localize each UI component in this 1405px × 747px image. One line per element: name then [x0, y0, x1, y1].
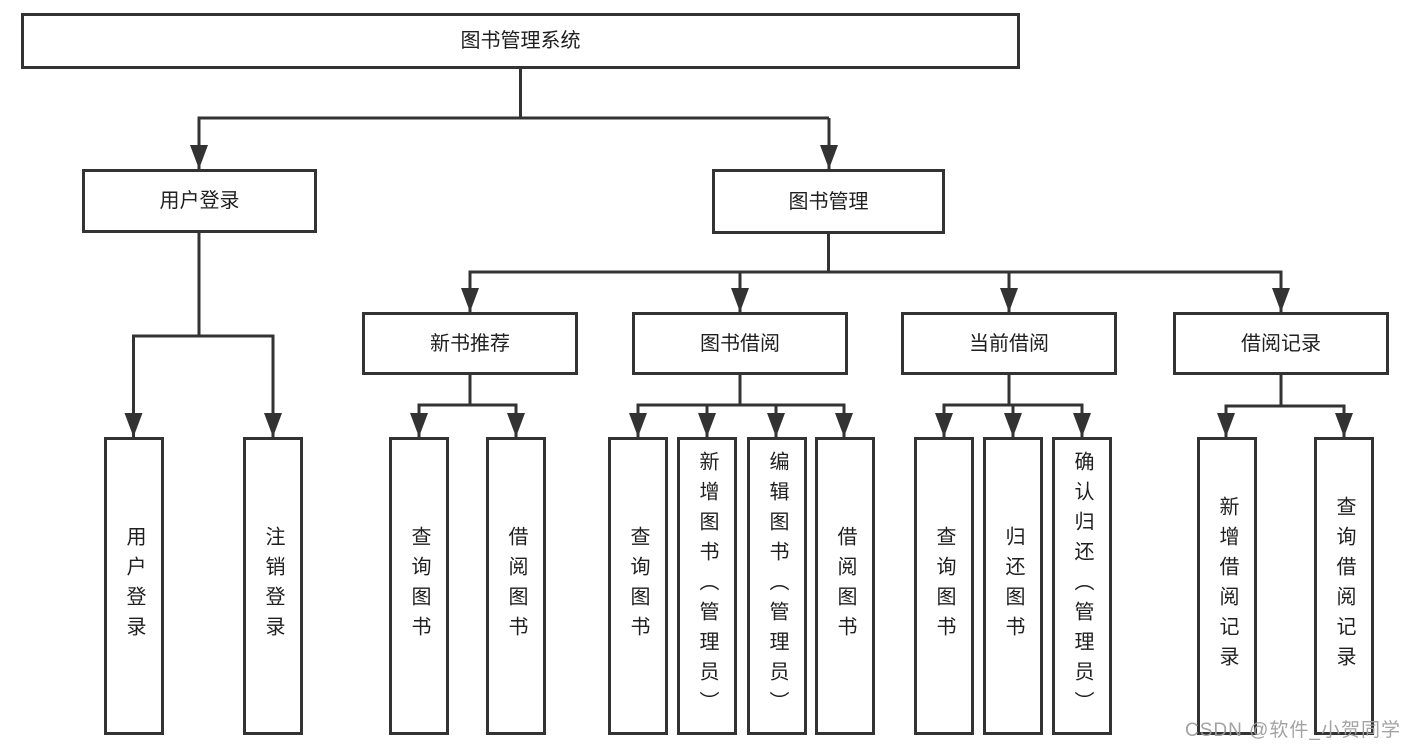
node-new-book-recommend: 新书推荐: [362, 312, 578, 375]
node-user-login: 用户登录: [82, 169, 317, 233]
node-library-management-system: 图书管理系统: [21, 13, 1020, 69]
node-label: 当前借阅: [969, 332, 1049, 355]
node-label: 查询借阅记录: [1333, 496, 1355, 676]
connector-mgmt-to-level2: [468, 234, 1283, 312]
node-current-borrowing: 当前借阅: [901, 312, 1117, 375]
leaf-query-books-borrowing: 查询图书: [608, 437, 668, 735]
leaf-borrow-books: 借阅图书: [815, 437, 875, 735]
node-label: 注销登录: [262, 526, 284, 646]
leaf-query-books-recommend: 查询图书: [389, 437, 449, 735]
node-label: 图书管理: [788, 190, 869, 213]
connector-newbooks-to-leaves: [417, 375, 518, 437]
leaf-query-books-current: 查询图书: [914, 437, 974, 735]
node-label: 查询图书: [408, 526, 430, 646]
leaf-logout: 注销登录: [243, 437, 303, 735]
leaf-add-books-admin: 新增图书（管理员）: [677, 437, 737, 735]
node-label: 确认归还（管理员）: [1071, 451, 1093, 721]
node-label: 查询图书: [627, 526, 649, 646]
connector-borrow-to-leaves: [636, 375, 846, 437]
node-label: 新书推荐: [430, 332, 510, 355]
node-label: 借阅图书: [834, 526, 856, 646]
node-label: 图书借阅: [700, 332, 780, 355]
node-label: 新增图书（管理员）: [696, 451, 718, 721]
node-label: 借阅记录: [1241, 332, 1321, 355]
node-label: 查询图书: [933, 526, 955, 646]
leaf-user-login: 用户登录: [104, 437, 164, 735]
connector-records-to-leaves: [1224, 375, 1346, 437]
connector-login-to-leaves: [132, 233, 275, 437]
connector-root-to-level1: [197, 69, 831, 169]
leaf-confirm-return-admin: 确认归还（管理员）: [1052, 437, 1112, 735]
node-book-borrowing: 图书借阅: [632, 312, 848, 375]
node-label: 新增借阅记录: [1216, 496, 1238, 676]
node-book-management: 图书管理: [712, 169, 945, 234]
csdn-watermark: CSDN @软件_小贺同学: [1185, 720, 1401, 741]
leaf-edit-books-admin: 编辑图书（管理员）: [747, 437, 807, 735]
node-label: 用户登录: [123, 526, 145, 646]
node-label: 借阅图书: [505, 526, 527, 646]
node-label: 图书管理系统: [460, 30, 581, 52]
node-label: 编辑图书（管理员）: [766, 451, 788, 721]
node-borrow-records: 借阅记录: [1173, 312, 1389, 375]
leaf-return-books: 归还图书: [983, 437, 1043, 735]
node-label: 归还图书: [1002, 526, 1024, 646]
node-label: 用户登录: [159, 190, 240, 212]
arrowheads: [124, 145, 1353, 437]
leaf-add-borrow-record: 新增借阅记录: [1197, 437, 1257, 735]
leaf-query-borrow-record: 查询借阅记录: [1314, 437, 1374, 735]
leaf-borrow-books-recommend: 借阅图书: [486, 437, 546, 735]
